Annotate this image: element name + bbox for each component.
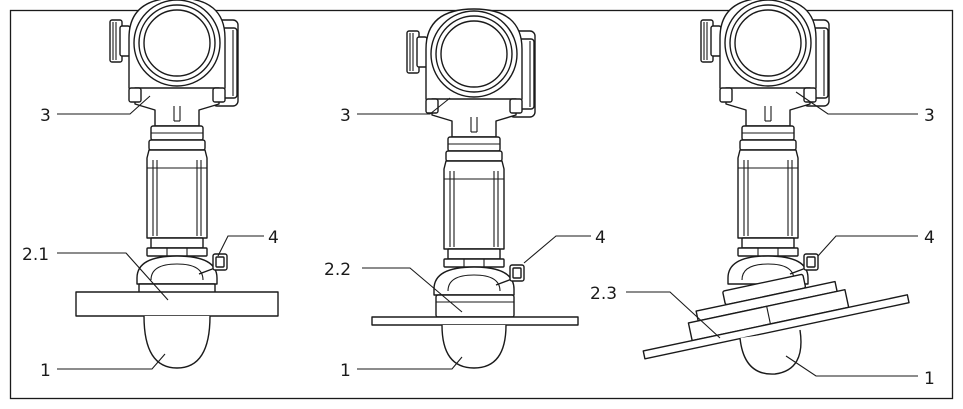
callout-connector: 4 xyxy=(595,228,606,248)
antenna xyxy=(739,329,802,375)
callout-connector: 4 xyxy=(924,228,935,248)
callout-flange: 2.1 xyxy=(22,245,49,265)
transmitter-housing xyxy=(109,0,239,285)
callout-housing: 3 xyxy=(40,106,51,126)
variant-flush-mount-flange: 3 4 2.1 1 xyxy=(22,0,279,381)
antenna xyxy=(143,315,211,369)
callout-antenna: 1 xyxy=(340,361,351,381)
callout-antenna: 1 xyxy=(924,369,935,389)
variant-tilted-alignment-flange: 3 4 2.3 1 xyxy=(590,0,935,389)
callout-flange: 2.3 xyxy=(590,284,617,304)
callout-housing: 3 xyxy=(340,106,351,126)
callout-connector: 4 xyxy=(268,228,279,248)
transmitter-housing xyxy=(700,0,830,285)
callout-antenna: 1 xyxy=(40,361,51,381)
callout-flange: 2.2 xyxy=(324,260,351,280)
flange xyxy=(371,294,579,326)
antenna xyxy=(441,324,507,369)
callout-housing: 3 xyxy=(924,106,935,126)
transmitter-housing xyxy=(406,8,536,296)
flange xyxy=(642,273,910,360)
flange xyxy=(75,283,279,317)
variant-thin-plate-flange: 3 4 2.2 1 xyxy=(324,8,606,381)
